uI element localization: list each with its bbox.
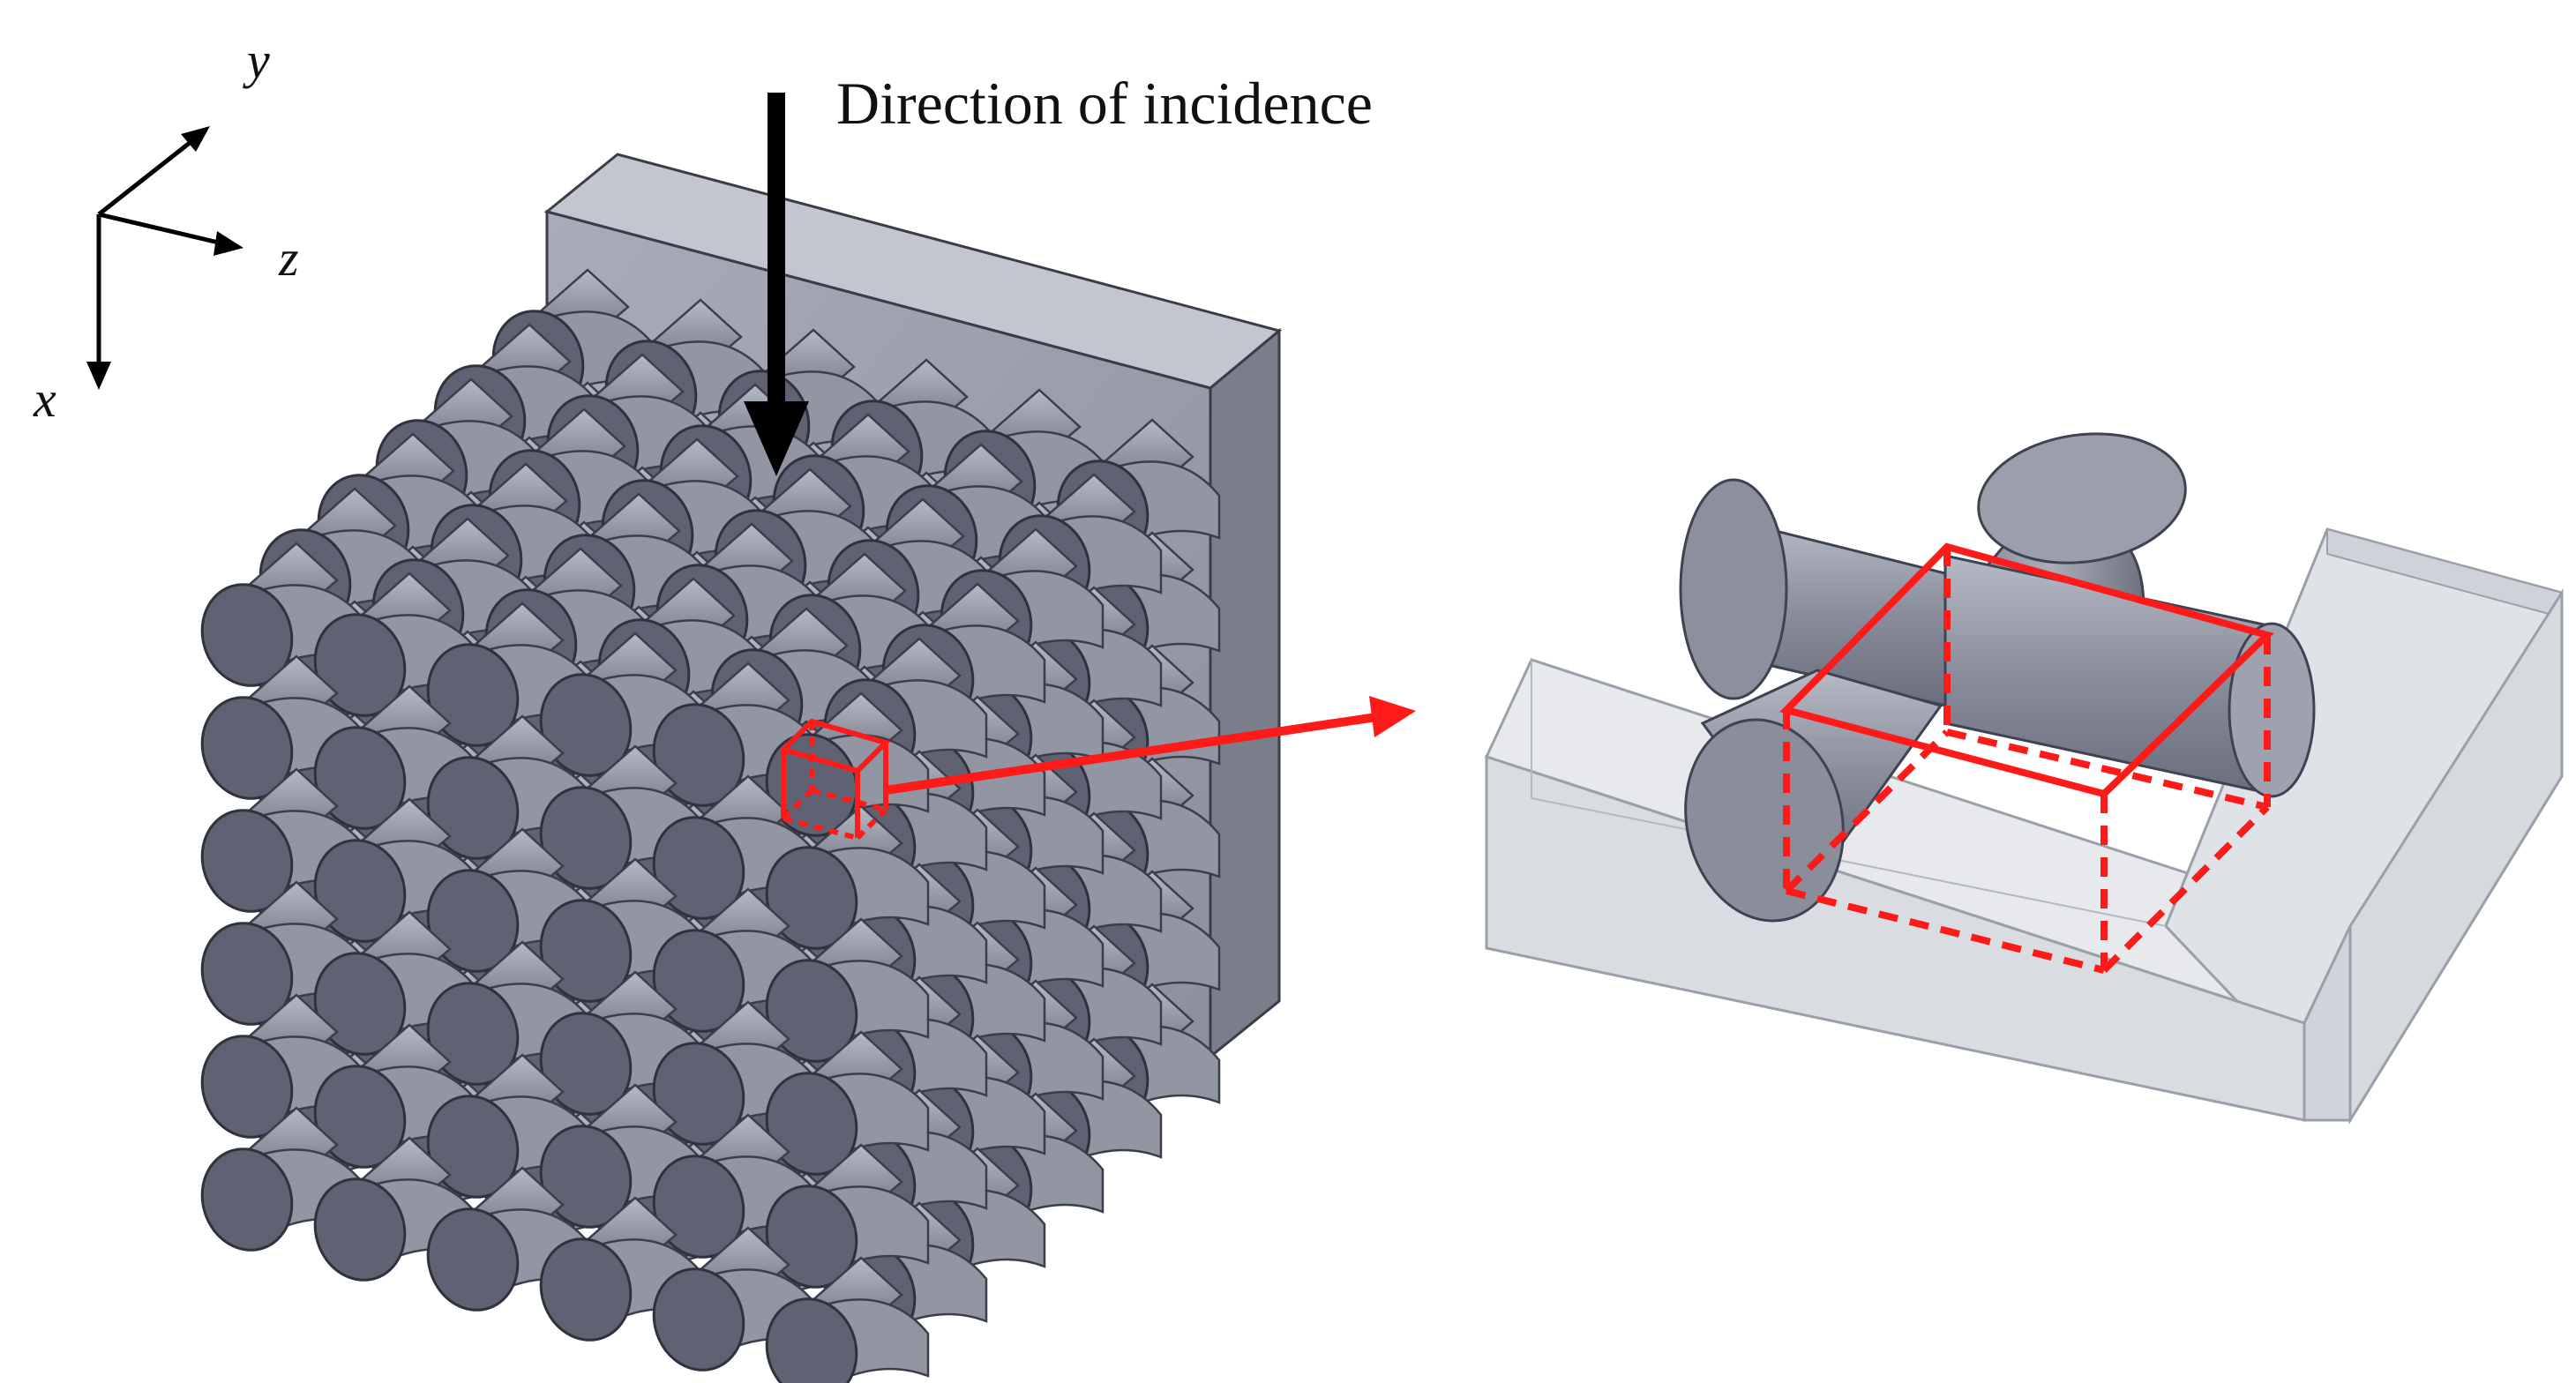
x-axis-label: x: [33, 370, 56, 428]
zoom-arrow-icon: [885, 696, 1416, 795]
incidence-arrow-icon: [744, 93, 809, 476]
cylinder-end: [765, 1297, 858, 1383]
lattice-cylinder: [652, 1000, 817, 1146]
lattice-cylinder: [539, 744, 704, 890]
lattice-cylinder: [313, 1023, 478, 1169]
lattice-cylinder: [765, 917, 930, 1063]
lattice-cylinder: [765, 804, 930, 950]
incidence-label: Direction of incidence: [836, 70, 1373, 137]
cylinder-end: [200, 696, 294, 800]
cylinder-end: [200, 1148, 294, 1252]
cylinder-lattice: [200, 268, 1221, 1383]
lattice-cylinder: [652, 774, 817, 920]
lattice-cylinder: [539, 1083, 704, 1229]
cylinder-end: [200, 583, 294, 687]
lattice-cylinder: [426, 1166, 591, 1312]
lattice-cylinder: [200, 654, 365, 800]
cylinder-end: [200, 1035, 294, 1139]
cylinder-end: [200, 922, 294, 1026]
lattice-cylinder: [765, 1256, 930, 1383]
z-axis-label: z: [278, 229, 299, 287]
cylinder-end: [539, 1237, 633, 1342]
cylinder-end: [426, 1207, 520, 1312]
lattice-cylinder: [313, 797, 478, 943]
unit-cell-detail: [1484, 432, 2564, 1125]
axis-triad-icon: y z x: [33, 32, 299, 428]
cylinder-end: [313, 1177, 407, 1282]
unit-cell-marker: [778, 718, 891, 841]
cylinder-end: [652, 1267, 745, 1372]
lattice-cylinder: [765, 1030, 930, 1176]
cylinder-end: [200, 809, 294, 913]
lattice-cylinder: [652, 662, 817, 807]
y-axis-label: y: [243, 32, 270, 89]
